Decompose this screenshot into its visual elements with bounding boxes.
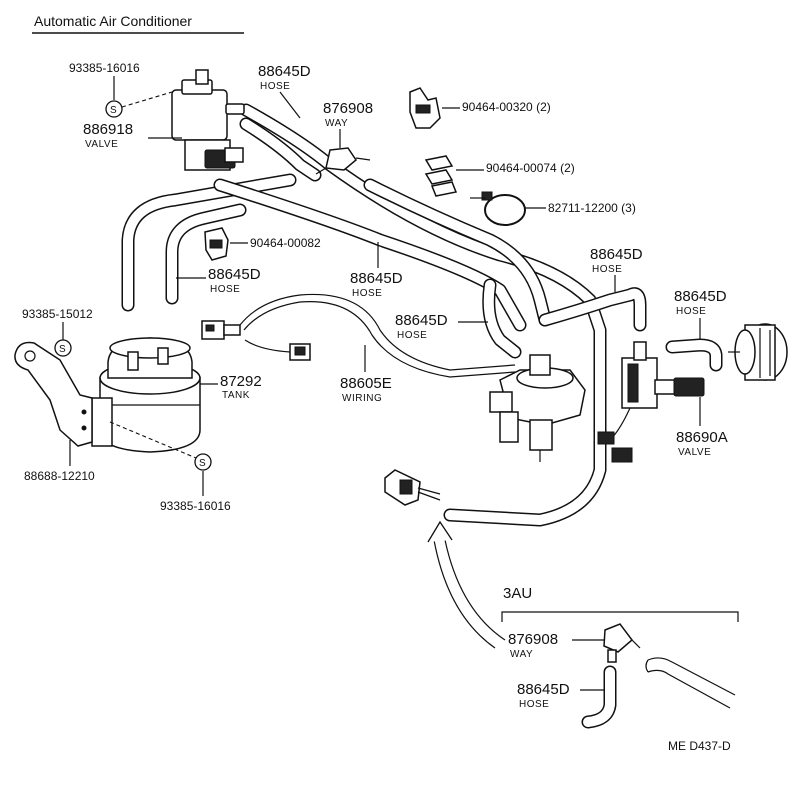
label-hose-far-nm: HOSE [676, 306, 706, 317]
label-hose-left-no: 88645D [208, 266, 261, 283]
label-hose-center-nm: HOSE [397, 330, 427, 341]
label-clamp-122: 82711-12200 (3) [548, 201, 636, 215]
wiring-line [239, 293, 516, 371]
label-valve-top-nm: VALVE [85, 139, 118, 150]
label-hose-mid-nm: HOSE [352, 288, 382, 299]
label-clip-320: 90464-00320 (2) [462, 100, 551, 114]
way-connector [315, 147, 371, 175]
vacuum-tank [91, 337, 201, 453]
label-hose-mid-no: 88645D [350, 270, 403, 287]
label-wiring-no: 88605E [340, 375, 392, 392]
clamp-122 [470, 191, 526, 226]
diagram-title: Automatic Air Conditioner [34, 13, 192, 29]
label-hose-left-nm: HOSE [210, 284, 240, 295]
label-hose-top-nm: HOSE [260, 81, 290, 92]
label-screw-top: 93385-16016 [69, 61, 140, 75]
label-screw-bottom: 93385-16016 [160, 499, 231, 513]
svg-text:S: S [199, 458, 206, 469]
screw-icon-bottom: S [194, 453, 212, 471]
label-hose-center-no: 88645D [395, 312, 448, 329]
label-inset-hose-no: 88645D [517, 681, 570, 698]
label-hose-right-nm: HOSE [592, 264, 622, 275]
label-hose-right-no: 88645D [590, 246, 643, 263]
screw-icon-top: S [105, 100, 123, 118]
actuator-right [728, 323, 788, 381]
inset-3au: 3AU [501, 585, 739, 729]
label-hose-top-no: 88645D [258, 63, 311, 80]
label-inset-hose-nm: HOSE [519, 699, 549, 710]
label-way-nm: WAY [325, 118, 348, 129]
clip-082 [204, 227, 229, 261]
label-clip-082: 90464-00082 [250, 236, 321, 250]
label-valve-right-nm: VALVE [678, 447, 711, 458]
label-inset-way-no: 876908 [508, 631, 558, 648]
label-tank-no: 87292 [220, 373, 262, 390]
svg-text:S: S [110, 105, 117, 116]
clip-320 [409, 87, 441, 129]
label-bracket: 88688-12210 [24, 469, 95, 483]
label-hose-far-no: 88645D [674, 288, 727, 305]
wiring-connector [201, 320, 311, 361]
label-way-no: 876908 [323, 100, 373, 117]
label-wiring-nm: WIRING [342, 393, 382, 404]
label-valve-right-no: 88690A [676, 429, 728, 446]
hose-bundle [121, 103, 723, 527]
diagram-code: ME D437-D [668, 739, 731, 753]
valve-right [597, 341, 705, 463]
bracket [14, 341, 93, 447]
label-inset-way-nm: WAY [510, 649, 533, 660]
arrow-pointer [427, 520, 506, 649]
clip-074 [424, 155, 458, 197]
label-screw-left: 93385-15012 [22, 307, 93, 321]
valve-top [171, 69, 245, 171]
inset-label: 3AU [503, 585, 532, 602]
diaphragm-canister [489, 354, 586, 462]
label-valve-top-no: 886918 [83, 121, 133, 138]
label-tank-nm: TANK [222, 390, 250, 401]
svg-text:S: S [59, 344, 66, 355]
sensor-plug [384, 469, 441, 506]
screw-icon-left: S [54, 339, 72, 357]
label-clip-074: 90464-00074 (2) [486, 161, 575, 175]
